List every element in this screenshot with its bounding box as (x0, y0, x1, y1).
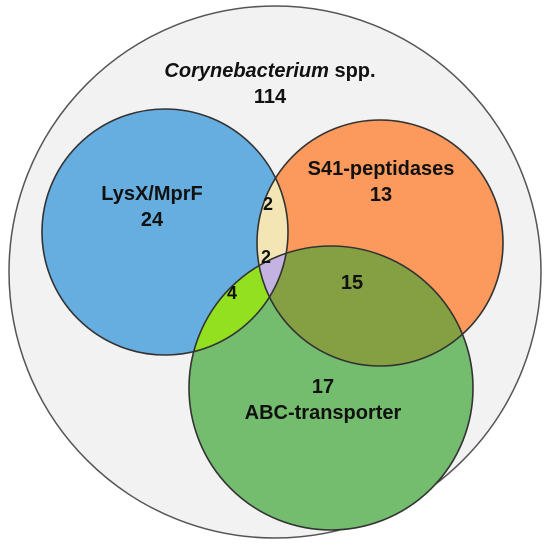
triple-count: 2 (261, 247, 271, 267)
universe-label: Corynebacterium spp. (164, 60, 375, 82)
s41-label: S41-peptidases (308, 158, 455, 180)
lysx-s41-count: 2 (263, 194, 273, 214)
lysx-label: LysX/MprF (101, 183, 203, 205)
abc-count: 17 (312, 376, 334, 398)
s41-abc-count: 15 (341, 272, 363, 294)
abc-label: ABC-transporter (245, 402, 402, 424)
circle-outlines (41, 108, 504, 531)
lysx-abc-count: 4 (227, 283, 237, 303)
universe-count: 114 (254, 86, 287, 108)
lysx-count: 24 (141, 209, 164, 231)
s41-count: 13 (370, 184, 392, 206)
